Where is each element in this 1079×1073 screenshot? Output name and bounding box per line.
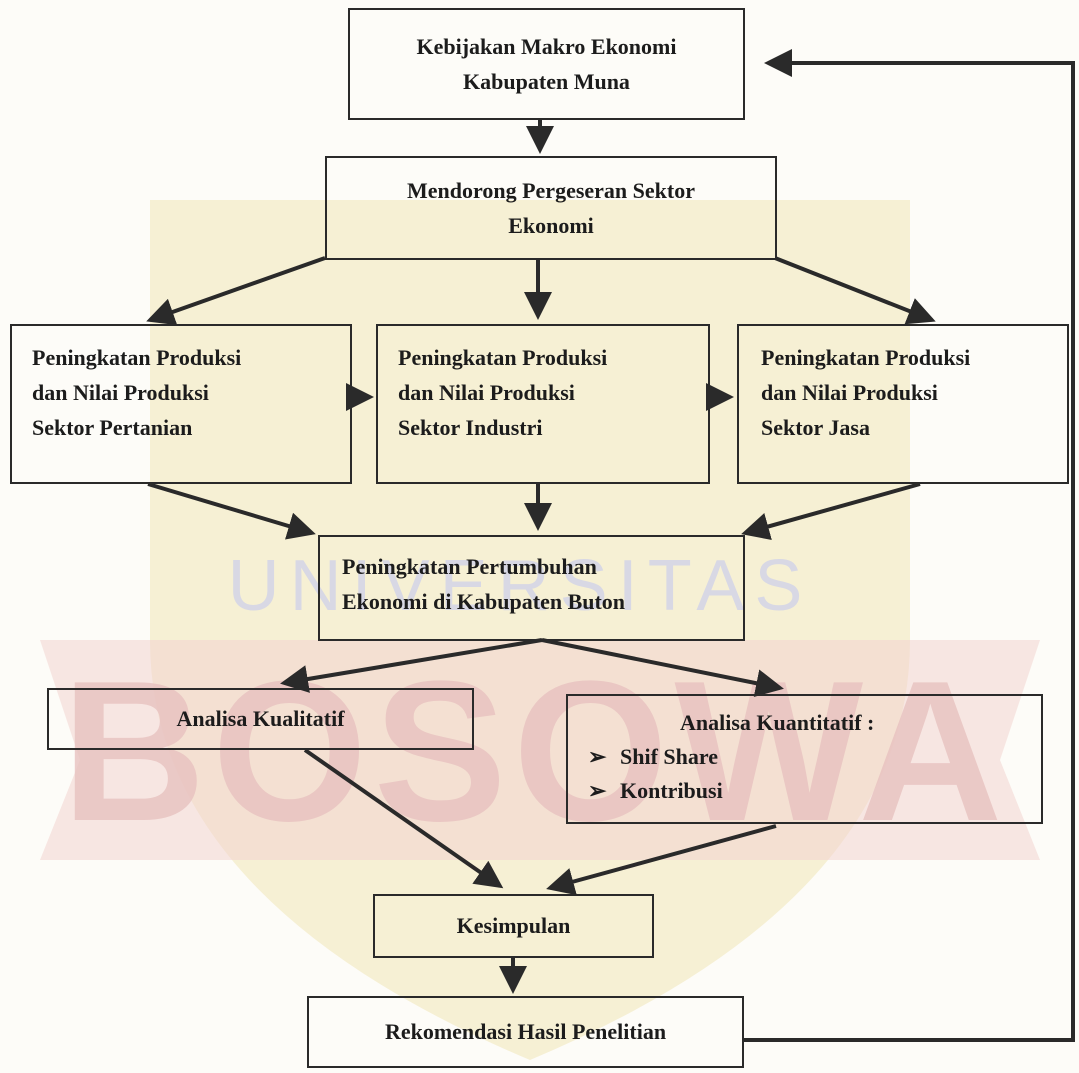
box-service-line-2: dan Nilai Produksi	[761, 380, 938, 405]
arrow-shift-to-service	[774, 256, 936, 325]
box-industry: Peningkatan Produksi dan Nilai Produksi …	[376, 324, 710, 484]
arrow-qual-to-concl	[303, 748, 504, 889]
box-service-line-1: Peningkatan Produksi	[761, 345, 971, 370]
box-growth-line-1: Peningkatan Pertumbuhan	[342, 554, 597, 579]
box-recommendation: Rekomendasi Hasil Penelitian	[307, 996, 744, 1068]
box-agri-line-3: Sektor Pertanian	[32, 415, 193, 440]
arrow-agri-to-growth	[147, 482, 316, 540]
box-services: Peningkatan Produksi dan Nilai Produksi …	[737, 324, 1069, 484]
box-quantitative-analysis: Analisa Kuantitatif : ➢ Shif Share ➢ Kontr…	[566, 694, 1043, 824]
box-agri-line-1: Peningkatan Produksi	[32, 345, 242, 370]
box-growth-line-2: Ekonomi di Kabupaten Buton	[342, 589, 626, 614]
watermark-word-top: UNIVERSITAS	[228, 546, 813, 626]
bullet-arrow-icon: ➢	[588, 744, 607, 769]
box-economic-growth: Peningkatan Pertumbuhan Ekonomi di Kabup…	[318, 535, 745, 641]
box-agri-line-2: dan Nilai Produksi	[32, 380, 209, 405]
box-industry-line-2: dan Nilai Produksi	[398, 380, 575, 405]
box-shift-line-1: Mendorong Pergeseran Sektor	[407, 178, 695, 203]
bullet-contribution-label: Kontribusi	[620, 778, 723, 803]
box-quant-title: Analisa Kuantitatif :	[680, 710, 875, 735]
box-macro-line-2: Kabupaten Muna	[463, 69, 630, 94]
arrow-reco-feedback-to-macro	[744, 49, 1075, 1042]
box-sector-shift: Mendorong Pergeseran Sektor Ekonomi	[325, 156, 777, 260]
arrow-growth-to-quant	[541, 638, 784, 697]
arrow-shift-to-agri	[146, 256, 326, 326]
box-industry-line-3: Sektor Industri	[398, 415, 543, 440]
box-macro-line-1: Kebijakan Makro Ekonomi	[416, 34, 677, 59]
box-macro-policy: Kebijakan Makro Ekonomi Kabupaten Muna	[348, 8, 745, 120]
arrow-quant-to-concl	[546, 824, 777, 896]
box-service-line-3: Sektor Jasa	[761, 415, 870, 440]
box-agriculture: Peningkatan Produksi dan Nilai Produksi …	[10, 324, 352, 484]
box-conclusion: Kesimpulan	[373, 894, 654, 958]
arrow-growth-to-qual	[280, 638, 543, 693]
box-reco-line-1: Rekomendasi Hasil Penelitian	[384, 1019, 667, 1044]
bullet-arrow-icon: ➢	[588, 778, 607, 803]
box-concl-line-1: Kesimpulan	[456, 913, 571, 938]
bullet-shift-share-label: Shif Share	[620, 744, 719, 769]
box-shift-line-2: Ekonomi	[508, 213, 594, 238]
watermark-word-main: BOSOWA	[61, 640, 1008, 863]
arrow-service-to-growth	[741, 482, 921, 541]
box-qual-line-1: Analisa Kualitatif	[176, 706, 345, 731]
box-industry-line-1: Peningkatan Produksi	[398, 345, 608, 370]
bullet-contribution: ➢ Kontribusi	[588, 774, 1041, 808]
box-qualitative-analysis: Analisa Kualitatif	[47, 688, 474, 750]
bullet-shift-share: ➢ Shif Share	[588, 740, 1041, 774]
